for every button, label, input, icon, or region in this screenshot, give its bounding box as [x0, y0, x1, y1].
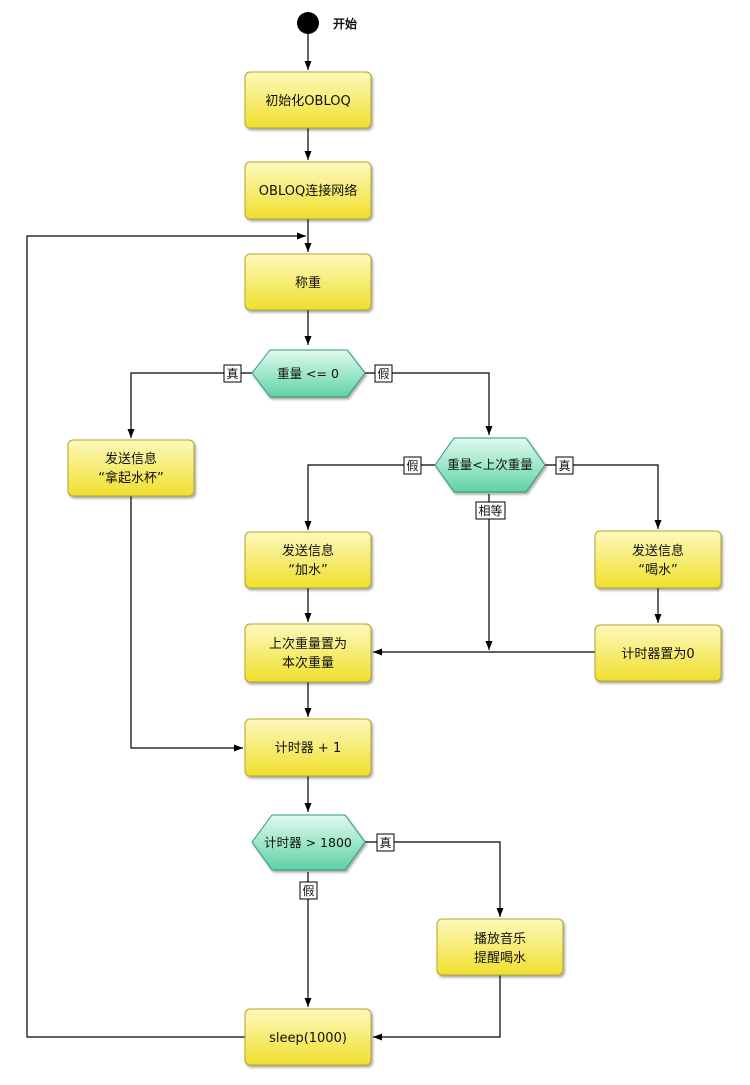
tag-last-false-text: 假 — [406, 459, 418, 473]
tag-timer-false: 假 — [299, 881, 318, 900]
branch-tags: 真 假 假 真 相等 真 假 — [223, 364, 574, 900]
label-init: 初始化OBLOQ — [265, 94, 350, 109]
box-weigh — [244, 253, 372, 311]
tag-weight-true: 真 — [223, 364, 242, 383]
edge-cond-false — [365, 372, 493, 435]
start-node: 开始 — [297, 12, 357, 34]
label-weigh: 称重 — [295, 275, 321, 291]
label-timer-reset: 计时器置为0 — [621, 647, 694, 662]
box-timer-inc — [244, 718, 372, 777]
tag-timer-true: 真 — [376, 833, 395, 852]
tag-last-true-text: 真 — [558, 459, 570, 473]
tag-weight-false-text: 假 — [377, 367, 389, 381]
label-send-drink-line2: “喝水” — [638, 563, 677, 578]
box-init — [244, 71, 372, 129]
label-cond-timer: 计时器 > 1800 — [264, 835, 352, 850]
tag-timer-false-text: 假 — [302, 884, 314, 898]
decision-weight — [251, 349, 366, 398]
label-set-last-line2: 本次重量 — [282, 655, 334, 671]
box-timer-reset — [594, 624, 722, 682]
label-send-pick-line1: 发送信息 — [105, 451, 157, 467]
start-label: 开始 — [333, 16, 357, 31]
label-sleep: sleep(1000) — [269, 1031, 347, 1046]
decision-last — [434, 437, 546, 493]
box-send-drink — [594, 530, 722, 589]
edge-last-false — [304, 464, 435, 530]
node-labels: 初始化OBLOQ OBLOQ连接网络 称重 发送信息 “拿起水杯” 发送信息 “… — [98, 94, 694, 1046]
label-send-pick-line2: “拿起水杯” — [98, 470, 163, 486]
start-dot — [297, 12, 319, 34]
decision-timer — [251, 814, 366, 871]
label-send-drink-line1: 发送信息 — [632, 543, 684, 559]
edge-cond-true — [127, 372, 252, 438]
box-set-last — [244, 623, 372, 683]
tag-last-equal: 相等 — [475, 501, 506, 520]
label-cond-weight: 重量 <= 0 — [277, 366, 339, 381]
label-connect: OBLOQ连接网络 — [259, 183, 357, 199]
edge-pick-inc — [130, 496, 243, 752]
tag-last-equal-text: 相等 — [478, 504, 502, 518]
edge-loop-back — [26, 232, 306, 1038]
label-set-last-line1: 上次重量置为 — [269, 636, 347, 652]
process-boxes — [67, 71, 722, 1066]
tag-last-true: 真 — [555, 456, 574, 475]
decision-nodes — [251, 349, 546, 871]
label-cond-last: 重量<上次重量 — [447, 457, 532, 472]
box-play — [436, 918, 564, 976]
label-send-add-line2: “加水” — [288, 563, 327, 578]
connectors — [26, 34, 662, 1041]
tag-weight-true-text: 真 — [226, 367, 238, 381]
box-sleep — [244, 1008, 372, 1066]
box-send-pick — [67, 439, 195, 497]
tag-weight-false: 假 — [374, 364, 393, 383]
tag-timer-true-text: 真 — [379, 836, 391, 850]
edge-last-true — [545, 464, 662, 529]
label-play-line1: 播放音乐 — [474, 931, 526, 947]
edge-play-sleep — [373, 975, 501, 1041]
tag-last-false: 假 — [403, 456, 422, 475]
box-connect — [244, 161, 372, 220]
label-play-line2: 提醒喝水 — [474, 950, 526, 966]
label-send-add-line1: 发送信息 — [282, 543, 334, 559]
edge-timer-true — [365, 841, 504, 917]
label-timer-inc: 计时器 + 1 — [275, 741, 341, 756]
box-send-add — [244, 531, 372, 589]
